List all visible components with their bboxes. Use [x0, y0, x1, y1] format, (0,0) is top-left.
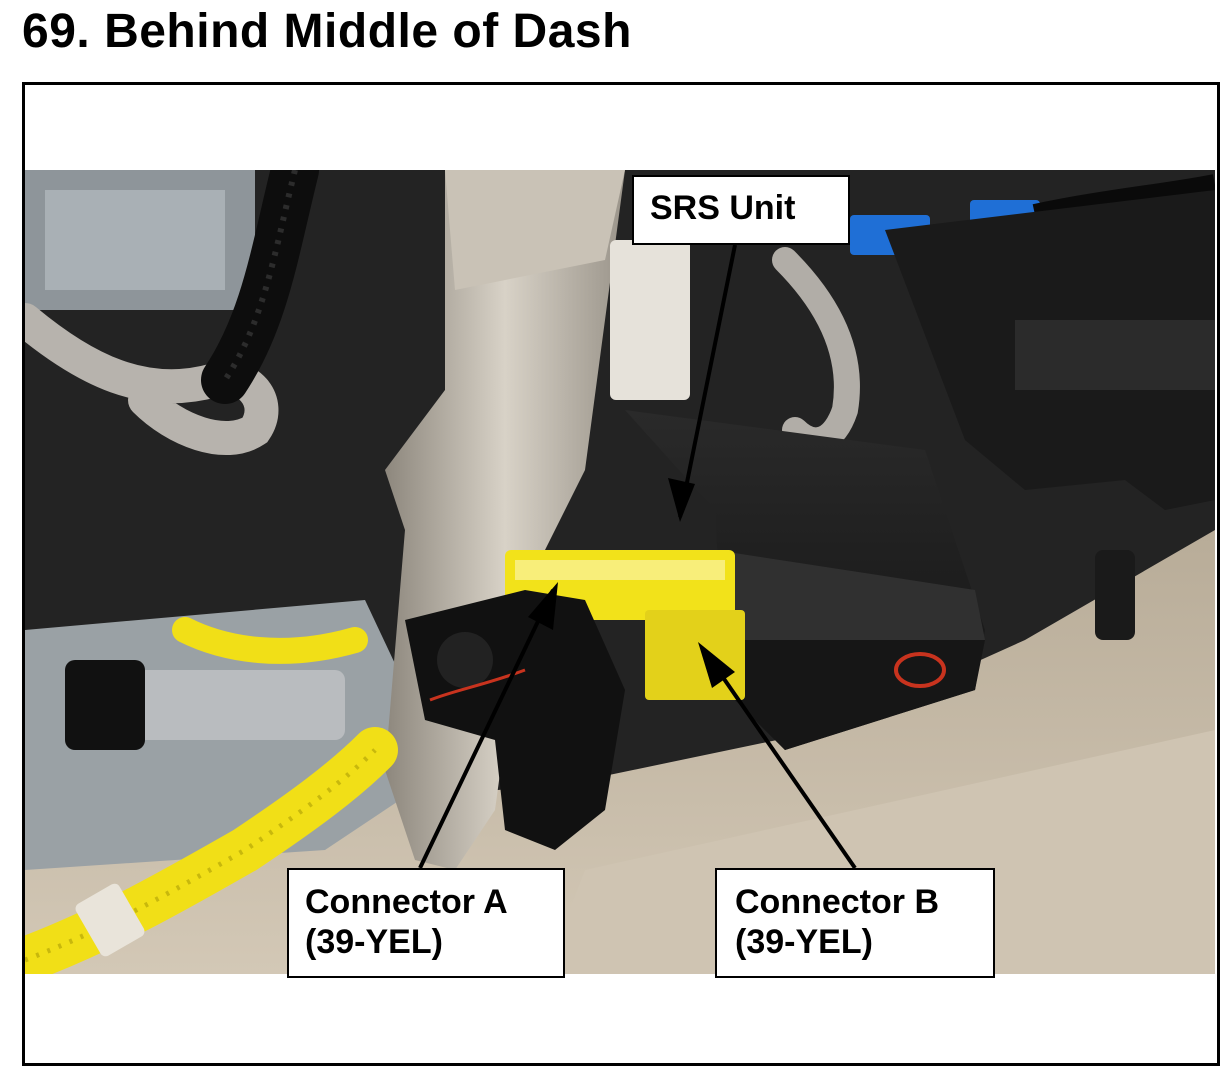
srs-unit-callout: SRS Unit [632, 175, 850, 245]
connector-b-callout: Connector B (39-YEL) [715, 868, 995, 978]
page-title: 69. Behind Middle of Dash [22, 5, 632, 58]
connector-a-color: (39-YEL) [305, 923, 443, 961]
connector-b-label: Connector B [735, 883, 939, 921]
connector-a-callout: Connector A (39-YEL) [287, 868, 565, 978]
dash-photo-illustration [25, 170, 1215, 974]
srs-unit-label: SRS Unit [650, 189, 796, 227]
connector-a-label: Connector A [305, 883, 508, 921]
connector-b-color: (39-YEL) [735, 923, 873, 961]
dash-photo [25, 170, 1215, 974]
